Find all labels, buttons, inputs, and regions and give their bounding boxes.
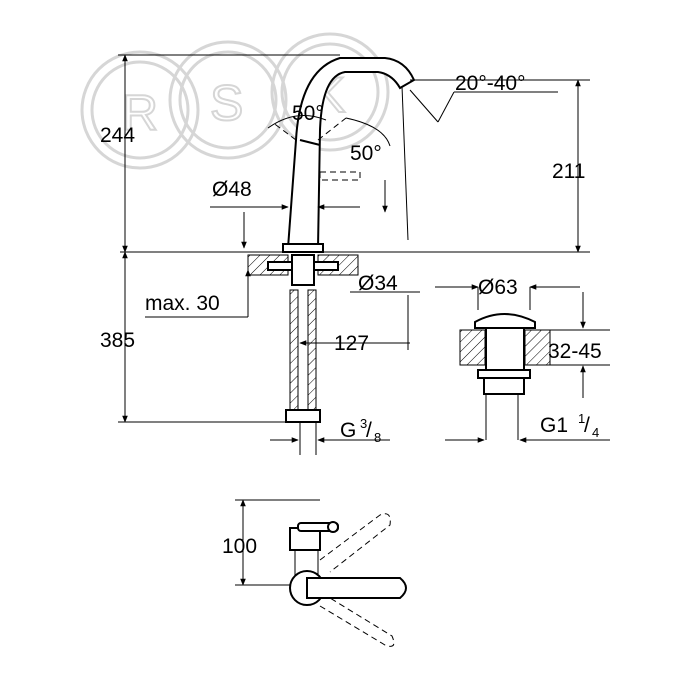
lever-top [299,139,321,146]
waste-nut [477,369,531,379]
popup-waste [435,284,610,443]
svg-text:G1: G1 [540,414,568,437]
dim-body-diameter: Ø48 [212,178,252,201]
top-view-spout-swivel-down [319,597,395,647]
lever-position-dashed-2 [317,117,347,141]
lever-position-dashed-3 [319,171,361,181]
dim-height-spout: 211 [552,160,585,183]
rsk-watermark: R S K [80,32,390,170]
dim-height-total: 244 [100,124,135,147]
waste-counter-hatch-left [459,329,486,366]
svg-text:1: 1 [578,411,585,426]
top-view-spout [306,577,407,599]
faucet-top-view [235,499,407,647]
top-view-spout-swivel-up [319,513,391,573]
watermark-letter-s: S [210,75,243,131]
faucet-side-view [120,57,590,253]
dim-max-thickness: max. 30 [145,292,220,315]
threaded-shank [291,254,315,286]
dim-hose-length: 385 [100,329,135,352]
dim-hose-thread: G 3 / 8 [340,416,381,445]
lever-position-dashed-1 [271,121,297,141]
dim-spout-swivel-angle: 20°-40° [455,72,526,95]
hose-right [307,289,317,411]
dim-hole-diameter: Ø34 [358,272,398,295]
waste-cap [474,313,536,329]
dim-lever-angle-top: 50° [292,102,324,125]
dim-lever-angle-side: 50° [350,142,382,165]
mounting-assembly [247,254,359,455]
svg-text:8: 8 [374,430,381,445]
hose-left [289,289,299,411]
hose-connector [285,409,321,423]
waste-counter-hatch-right [524,329,551,366]
svg-text:/: / [366,419,372,442]
svg-text:4: 4 [592,425,599,440]
svg-text:3: 3 [360,416,367,431]
svg-text:/: / [584,414,590,437]
faucet-base [282,243,324,253]
dimension-lines [118,54,590,443]
waste-lower [483,377,525,395]
svg-text:G: G [340,419,356,442]
dim-waste-range: 32-45 [548,340,602,363]
dim-spout-reach: 127 [334,332,369,355]
dim-waste-diameter: Ø63 [478,276,518,299]
dim-waste-thread: G1 1 / 4 [540,411,599,440]
waste-body [485,327,525,371]
spout-aerator-line [401,85,409,241]
dim-top-view-depth: 100 [222,535,257,558]
